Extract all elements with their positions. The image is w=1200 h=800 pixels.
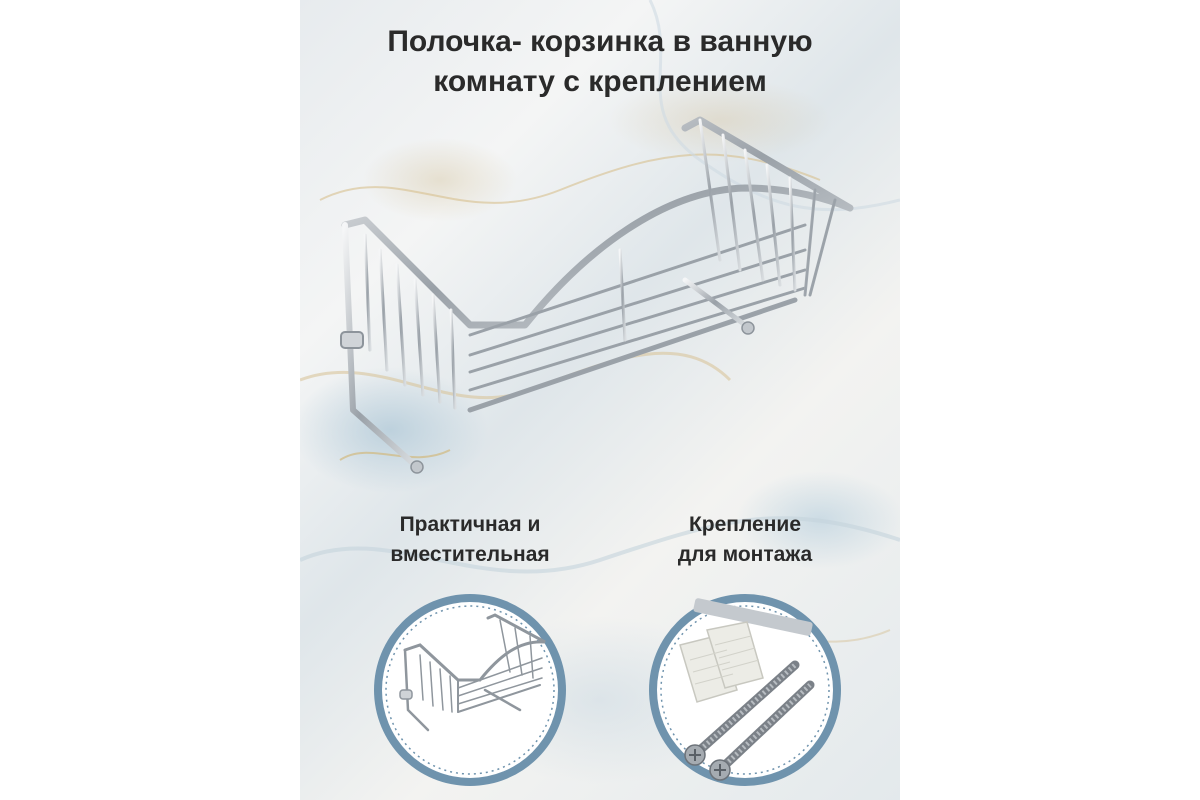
feature-caption-line: вместительная bbox=[390, 543, 550, 566]
screws-and-dowels-icon bbox=[649, 594, 841, 786]
title-line-2: комнату с креплением bbox=[433, 65, 767, 98]
title-line-1: Полочка- корзинка в ванную bbox=[387, 25, 813, 58]
basket-thumbnail-circle bbox=[370, 590, 570, 790]
basket-thumbnail-icon bbox=[374, 594, 566, 786]
basket-shelf-image bbox=[340, 116, 854, 474]
feature-caption-line: Крепление bbox=[688, 513, 802, 536]
feature-caption-line: для монтажа bbox=[677, 543, 813, 566]
feature-caption-line: Практичная и bbox=[399, 513, 541, 536]
page-title: Полочка- корзинка в ванную комнату с кре… bbox=[300, 22, 900, 102]
feature-caption-capacity: Практичная и вместительная bbox=[355, 510, 585, 570]
screws-thumbnail-circle bbox=[645, 590, 845, 790]
feature-caption-mounting: Крепление для монтажа bbox=[630, 510, 860, 570]
product-card: Полочка- корзинка в ванную комнату с кре… bbox=[300, 0, 900, 800]
